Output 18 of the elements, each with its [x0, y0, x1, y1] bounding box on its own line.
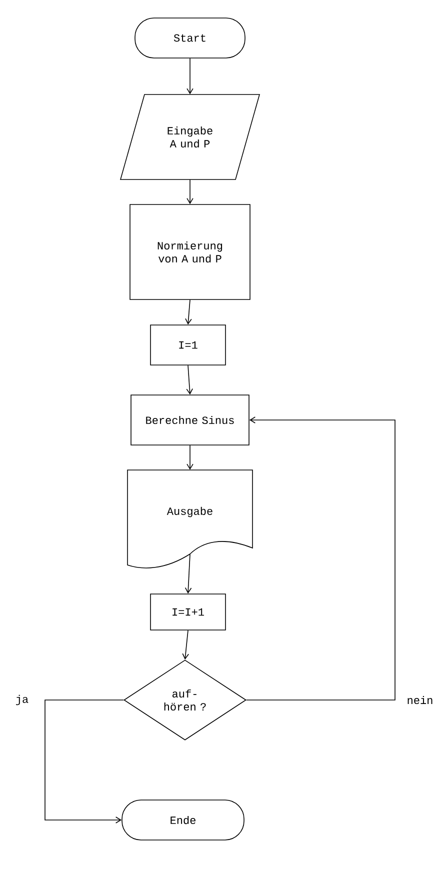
process-box: Normierung von A und P	[130, 204, 250, 300]
process-box: I=1	[150, 324, 226, 366]
arrow	[186, 58, 194, 94]
process-box: I=I+1	[150, 594, 226, 630]
arrow	[182, 630, 189, 660]
arrow	[186, 445, 194, 470]
process-box: Berechne Sinus	[130, 394, 250, 446]
edge-label: ja	[16, 694, 28, 706]
output-document: Ausgabe	[127, 470, 253, 568]
arrow	[246, 416, 396, 700]
edge-label: nein	[408, 696, 432, 704]
arrow	[44, 700, 124, 824]
end-terminal: Ende	[122, 800, 244, 840]
arrow	[185, 300, 192, 325]
arrow	[184, 554, 192, 594]
start-terminal: Start	[134, 18, 246, 58]
arrow	[186, 179, 194, 204]
arrow	[186, 365, 193, 395]
